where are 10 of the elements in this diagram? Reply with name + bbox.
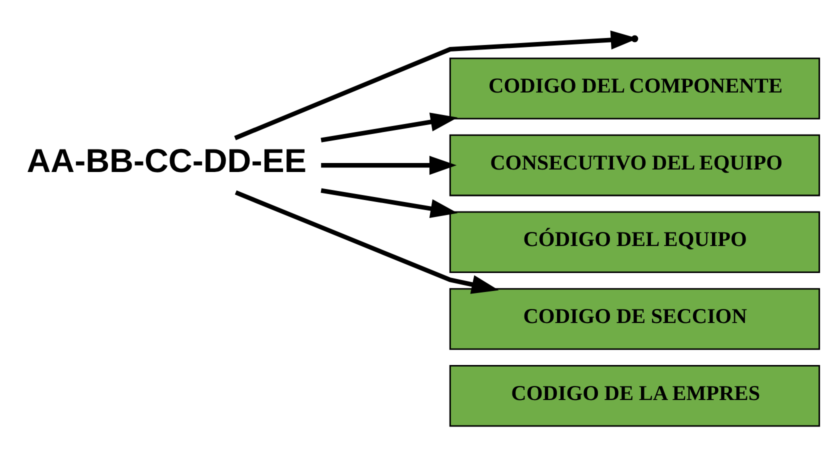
arrow: [234, 190, 499, 294]
node-box: CÓDIGO DEL EQUIPO: [449, 211, 820, 274]
node-box: CODIGO DE SECCION: [449, 288, 820, 350]
node-box: CODIGO DEL COMPONENTE: [449, 58, 820, 120]
arrow: [320, 188, 458, 218]
node-text: AA-BB-CC-DD-EE: [26, 143, 306, 180]
arrow: [321, 156, 457, 175]
node-box: CONSECUTIVO DEL EQUIPO: [449, 134, 820, 196]
node-box: CODIGO DE LA EMPRES: [449, 364, 820, 427]
arrow: [320, 112, 458, 142]
